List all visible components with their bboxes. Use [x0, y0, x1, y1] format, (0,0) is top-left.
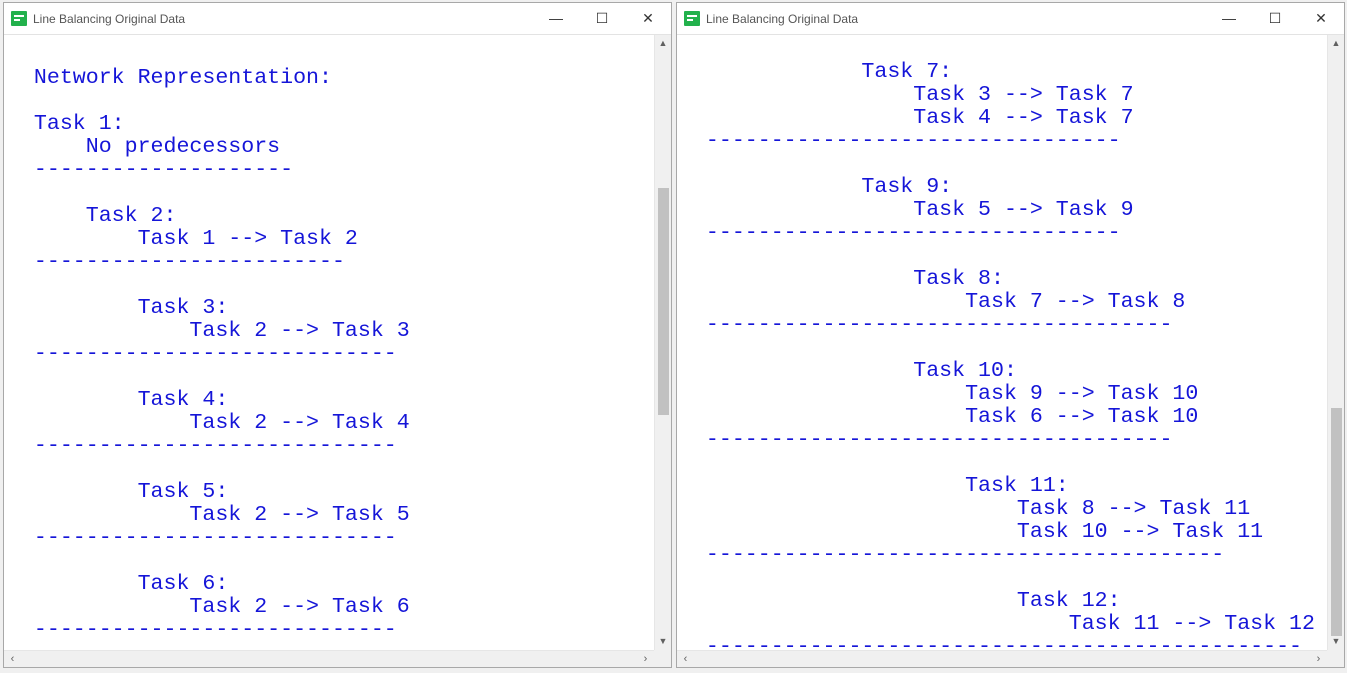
vertical-scrollbar[interactable]: ▲ ▼ — [1327, 35, 1344, 650]
maximize-button[interactable]: ☐ — [1268, 10, 1282, 26]
minimize-button[interactable]: — — [549, 10, 563, 26]
scroll-right-icon[interactable]: › — [1316, 653, 1321, 665]
left-title-bar[interactable]: Line Balancing Original Data — ☐ ✕ — [4, 3, 671, 35]
scroll-down-icon[interactable]: ▼ — [1331, 636, 1341, 646]
left-window: Line Balancing Original Data — ☐ ✕ ^^^^^… — [3, 2, 672, 668]
horizontal-scrollbar[interactable]: ‹ › — [677, 650, 1327, 667]
close-button[interactable]: ✕ — [1315, 10, 1327, 26]
left-text-area[interactable]: ^^^^^^^^^^^^^^^^^^^^^^^^^^^^^^^^^^^^^^^^… — [4, 35, 654, 650]
scroll-down-icon[interactable]: ▼ — [658, 636, 668, 646]
network-text: ^^^^^^^^^^^^^^^^^^^^^^^^^^^^^^^^^^^^^^^^… — [8, 35, 654, 642]
network-text: Task 7: Task 3 --> Task 7 Task 4 --> Tas… — [705, 60, 1315, 651]
scrollbar-thumb[interactable] — [658, 188, 669, 415]
scroll-left-icon[interactable]: ‹ — [10, 653, 15, 665]
window-title: Line Balancing Original Data — [33, 12, 186, 26]
scroll-left-icon[interactable]: ‹ — [683, 653, 688, 665]
scroll-up-icon[interactable]: ▲ — [1331, 38, 1341, 48]
right-title-bar[interactable]: Line Balancing Original Data — ☐ ✕ — [677, 3, 1344, 35]
scroll-corner — [1327, 650, 1344, 667]
vertical-scrollbar[interactable]: ▲ ▼ — [654, 35, 671, 650]
right-window: Line Balancing Original Data — ☐ ✕ Task … — [676, 2, 1345, 668]
scrollbar-thumb[interactable] — [1331, 408, 1342, 636]
window-title: Line Balancing Original Data — [706, 12, 859, 26]
scroll-right-icon[interactable]: › — [643, 653, 648, 665]
maximize-button[interactable]: ☐ — [595, 10, 609, 26]
minimize-button[interactable]: — — [1222, 10, 1236, 26]
right-text-area[interactable]: Task 7: Task 3 --> Task 7 Task 4 --> Tas… — [677, 35, 1327, 651]
app-icon — [11, 11, 27, 26]
scroll-up-icon[interactable]: ▲ — [658, 38, 668, 48]
horizontal-scrollbar[interactable]: ‹ › — [4, 650, 654, 667]
scroll-corner — [654, 650, 671, 667]
app-icon — [684, 11, 700, 26]
close-button[interactable]: ✕ — [642, 10, 654, 26]
